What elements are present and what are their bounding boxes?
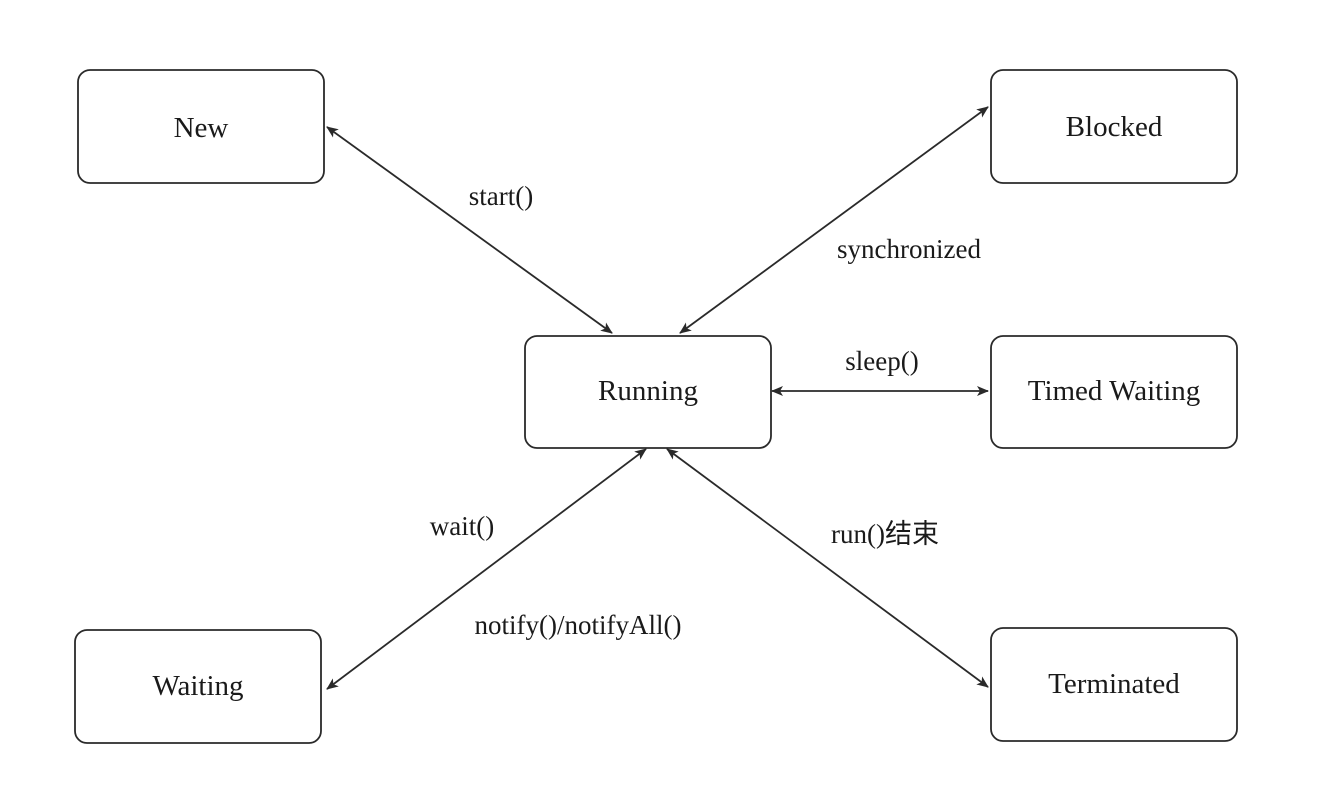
state-timed-waiting-label: Timed Waiting (1028, 375, 1201, 407)
label-wait: wait() (430, 511, 494, 541)
state-blocked-label: Blocked (1066, 111, 1163, 143)
state-running-label: Running (598, 375, 698, 407)
edge-running-blocked (679, 106, 989, 334)
state-blocked: Blocked (990, 69, 1238, 184)
state-new: New (77, 69, 325, 184)
state-timed-waiting: Timed Waiting (990, 335, 1238, 449)
state-running: Running (524, 335, 772, 449)
label-sleep: sleep() (845, 346, 918, 376)
state-terminated-label: Terminated (1048, 668, 1180, 700)
label-synchronized: synchronized (837, 234, 981, 264)
state-new-label: New (174, 112, 229, 144)
label-run-end: run()结束 (831, 519, 939, 549)
state-terminated: Terminated (990, 627, 1238, 742)
label-start: start() (469, 181, 533, 211)
label-notify: notify()/notifyAll() (475, 610, 682, 640)
edge-new-running (326, 126, 613, 334)
state-waiting: Waiting (74, 629, 322, 744)
state-waiting-label: Waiting (152, 670, 243, 702)
edge-running-terminated (666, 448, 989, 688)
edge-running-waiting (326, 448, 647, 690)
